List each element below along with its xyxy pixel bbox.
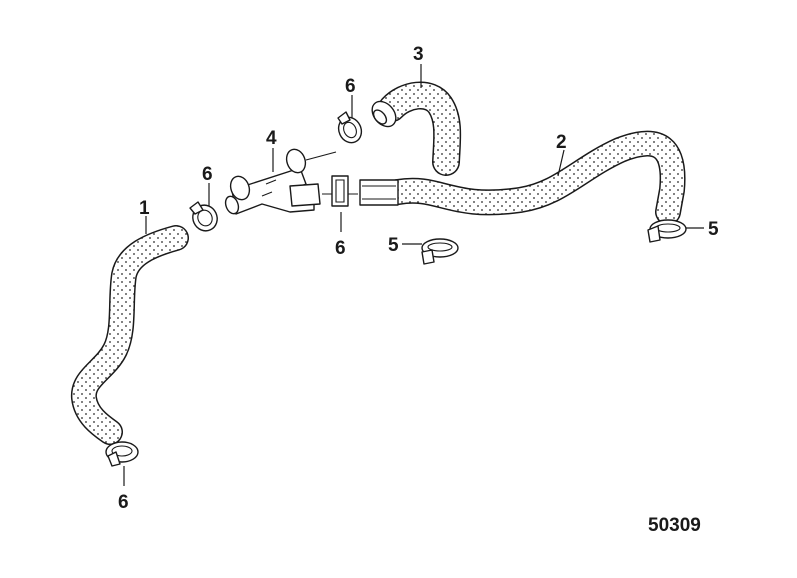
hose-3-end-fitting xyxy=(371,100,397,128)
clamp-6-mid xyxy=(189,201,218,232)
leader-lines xyxy=(123,64,704,486)
callout-clamp-5-right: 5 xyxy=(708,219,719,240)
clamp-5-center xyxy=(421,238,459,265)
callout-hose-2: 2 xyxy=(556,132,567,153)
callout-fitting-4: 4 xyxy=(266,128,277,149)
callout-hose-3: 3 xyxy=(413,44,424,65)
hose-3 xyxy=(378,81,462,176)
hose-2 xyxy=(385,130,686,225)
callout-clamp-6-top: 6 xyxy=(345,76,356,97)
callout-clamp-6-bottom: 6 xyxy=(118,492,129,513)
hose-2-end-fitting xyxy=(359,179,399,206)
clamp-5-right xyxy=(647,219,687,243)
clamp-6-bottom xyxy=(105,441,139,467)
hose-1 xyxy=(71,225,189,445)
inline-connector xyxy=(322,175,358,207)
clamp-6-top xyxy=(337,111,363,144)
callout-clamp-6-mid: 6 xyxy=(202,164,213,185)
callout-hose-1: 1 xyxy=(139,198,150,219)
y-fitting-4 xyxy=(224,148,337,215)
callout-connector-6: 6 xyxy=(335,238,346,259)
figure-id: 50309 xyxy=(648,515,701,536)
callout-clamp-5-center: 5 xyxy=(388,235,399,256)
